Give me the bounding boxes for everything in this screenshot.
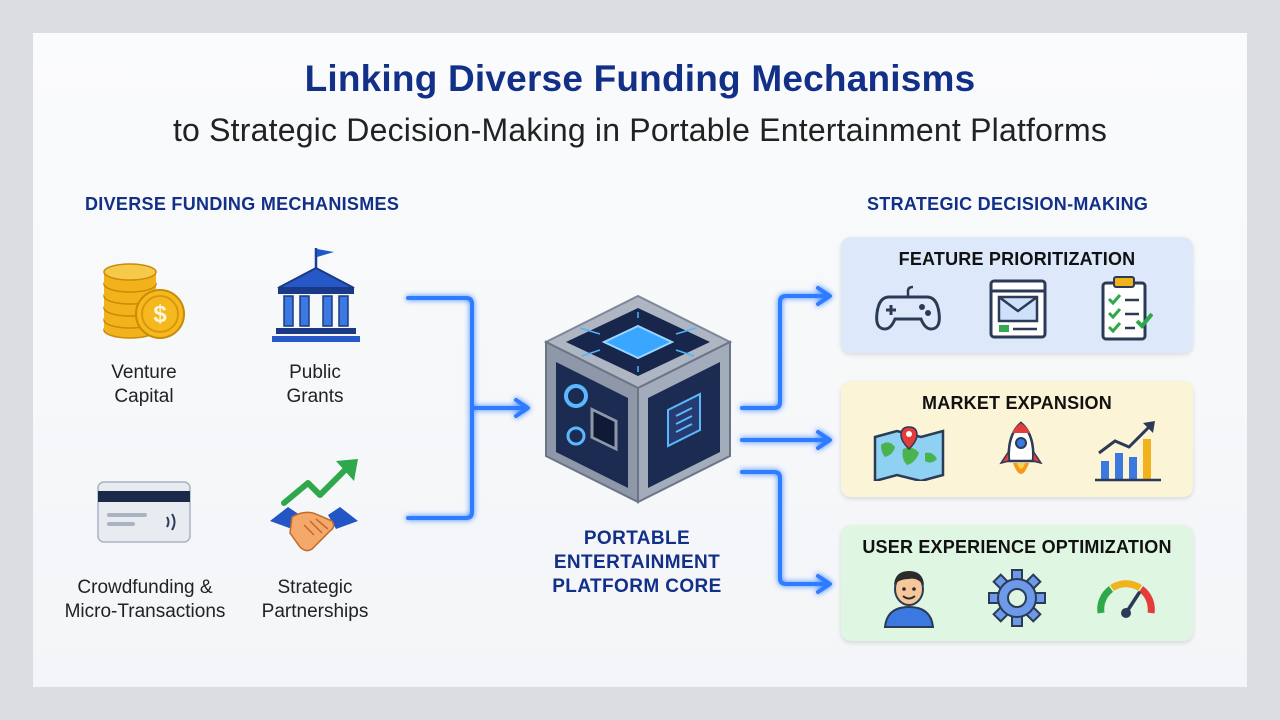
mail-window-icon (989, 279, 1047, 339)
panel-title: USER EXPERIENCE OPTIMIZATION (862, 537, 1172, 557)
rocket-icon (997, 421, 1045, 487)
page-title: Linking Diverse Funding Mechanisms (304, 58, 976, 99)
panel-market-expansion: MARKET EXPANSION (841, 381, 1193, 497)
checklist-icon (1099, 275, 1153, 341)
handshake-growth-icon (266, 455, 362, 555)
world-map-pin-icon (873, 423, 945, 481)
panel-title: FEATURE PRIORITIZATION (898, 249, 1136, 269)
panel-user-experience: USER EXPERIENCE OPTIMIZATION (841, 525, 1193, 641)
processor-cube-icon (540, 292, 736, 506)
user-avatar-icon (881, 567, 937, 629)
gauge-icon (1095, 571, 1157, 623)
gear-icon (988, 569, 1046, 627)
growth-bar-chart-icon (1093, 419, 1163, 483)
panel-title: MARKET EXPANSION (922, 393, 1112, 413)
gamepad-icon (875, 285, 941, 335)
bank-building-icon (272, 246, 360, 346)
decisions-heading: STRATEGIC DECISION-MAKING (867, 194, 1149, 214)
svg-text:$: $ (153, 301, 167, 328)
panel-feature-prioritization: FEATURE PRIORITIZATION (841, 237, 1193, 353)
coins-icon: $ (100, 258, 190, 342)
funding-heading: DIVERSE FUNDING MECHANISMES (85, 194, 400, 214)
page-subtitle: to Strategic Decision-Making in Portable… (172, 112, 1108, 148)
credit-card-icon (97, 481, 191, 543)
crowdfunding-label: Crowdfunding &Micro-Transactions (64, 577, 226, 622)
